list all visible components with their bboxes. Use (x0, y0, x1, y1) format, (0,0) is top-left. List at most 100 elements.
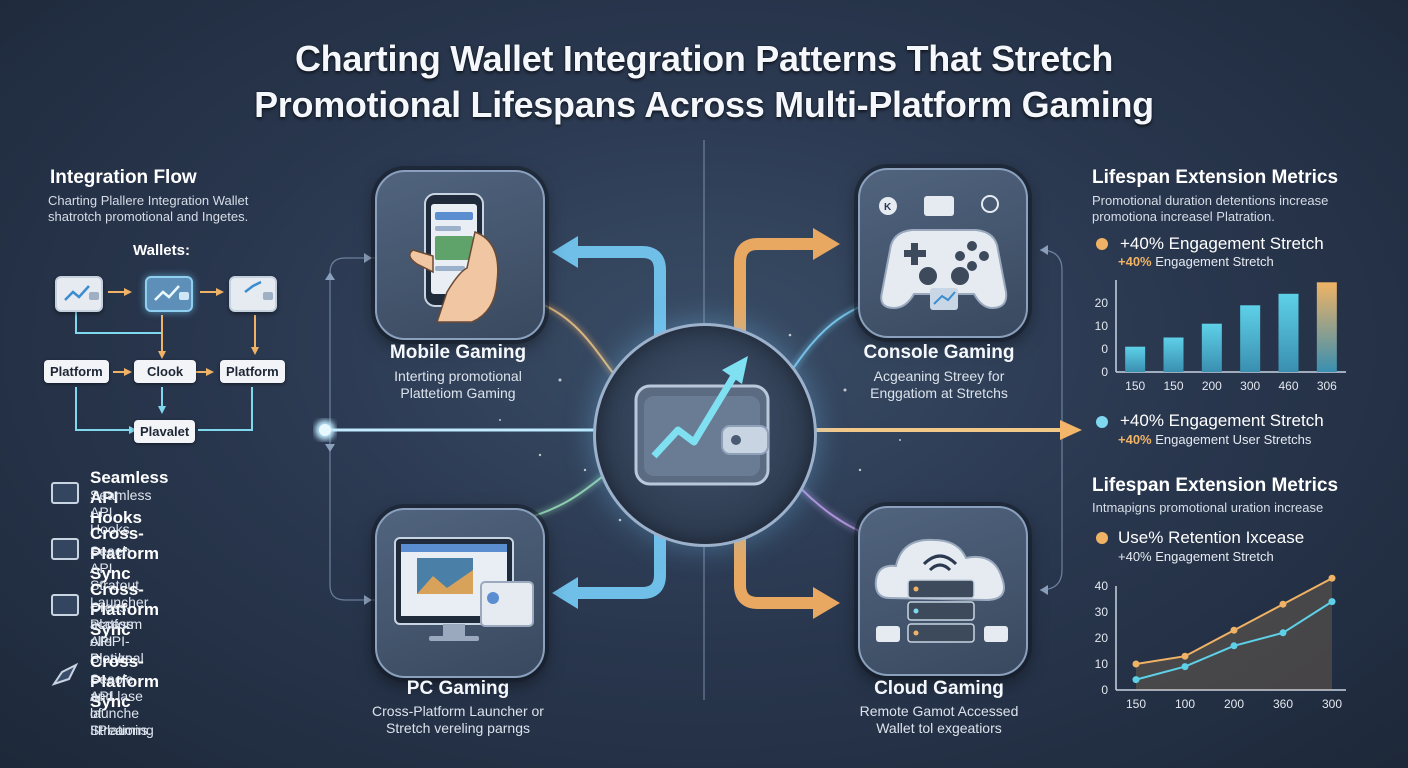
bar (1278, 293, 1299, 372)
data-point (1230, 626, 1238, 634)
console-gaming-desc: Acgeaning Streey for Enggatiom at Stretc… (809, 368, 1069, 402)
desc-line: Cross-Platform Launcher or (372, 703, 544, 719)
desc-line: Remote Gamot Accessed (859, 703, 1019, 719)
console-gaming-label: Console Gaming (863, 342, 1015, 363)
feature-desc: and lase of IIPlations. (90, 688, 152, 738)
pc-gaming-panel (375, 508, 545, 678)
mobile-gaming-desc: Interting promotional Plattetiom Gaming (328, 368, 588, 402)
desc-line: Plattetiom Gaming (400, 385, 516, 401)
feature-desc: Seaeh API Stratout Launcher (90, 543, 149, 610)
wallet-flow-diagram (75, 288, 259, 434)
bar (1240, 305, 1261, 372)
metric-b-sub: +40% Engagement User Stretchs (1118, 432, 1311, 447)
feature-desc: Cross-Platform ollePI-Plational (90, 599, 144, 666)
bar (1316, 282, 1337, 372)
data-point (1132, 676, 1140, 684)
feature-title: Seamless API Hooks (90, 468, 169, 527)
metric-prefix: +40% (1118, 432, 1152, 447)
cloud-gaming-desc: Remote Gamot Accessed Wallet tol exgeati… (809, 703, 1069, 737)
y-tick-label: 30 (1095, 605, 1109, 619)
desc-line: Acgeaning Streey for (873, 368, 1005, 384)
pc-gaming-label: PC Gaming (406, 678, 510, 699)
data-point (1279, 629, 1287, 637)
integration-flow-subtitle: Charting Plallere Integration Wallet sha… (48, 193, 248, 225)
data-point (1328, 598, 1336, 606)
cloud-server-icon (874, 538, 1008, 643)
wallet-chart-icon (51, 538, 79, 560)
metric-b-label: +40% Engagement Stretch (1120, 411, 1324, 430)
y-tick-label: 40 (1095, 579, 1109, 593)
cloud-gaming-panel (858, 506, 1028, 676)
svg-text:K: K (884, 202, 892, 213)
wallet-growth-icon (634, 356, 770, 486)
feature-title: Cross-Platform Sync (90, 580, 159, 639)
wallets-label: Wallets: (133, 242, 190, 259)
series-area (1136, 578, 1332, 690)
x-tick-label: 100 (1175, 697, 1195, 711)
metric-prefix: +40% (1118, 254, 1152, 269)
data-point (1181, 652, 1189, 660)
subtitle-line-1: Charting Plallere Integration Wallet (48, 193, 249, 208)
y-tick-label: 10 (1095, 319, 1109, 333)
x-tick-label: 150 (1125, 379, 1145, 393)
x-tick-label: 300 (1240, 379, 1260, 393)
metric-rest: Engagement Stretch (1151, 254, 1274, 269)
desc-line: Stretch vereling parngs (386, 720, 530, 736)
integration-flow-heading: Integration Flow (50, 167, 197, 188)
subtitle-line: Promotional duration detentions increase (1092, 193, 1329, 208)
feature-desc: access API Slooks (90, 616, 134, 666)
phone-icon (409, 193, 499, 323)
data-point (1328, 574, 1336, 582)
mobile-gaming-label: Mobile Gaming (389, 342, 527, 363)
feature-desc: Seamless API Hooks (90, 487, 152, 537)
flow-box-platform-left: Platform (44, 360, 109, 383)
metrics-heading-2: Lifespan Extension Metrics (1092, 475, 1339, 496)
pc-gaming-desc: Cross-Platform Launcher or Stretch verel… (328, 703, 588, 737)
feature-desc: Seaole API launche Streaming (90, 671, 154, 738)
page-title: Charting Wallet Integration Patterns Tha… (0, 36, 1408, 128)
y-tick-label: 0 (1101, 683, 1108, 697)
x-tick-label: 200 (1202, 379, 1222, 393)
cloud-gaming-label: Cloud Gaming (874, 678, 1004, 699)
wallet-icon-center (145, 276, 193, 312)
metric-c-label: Use% Retention Ixcease (1118, 528, 1305, 547)
flow-box-clook: Clook (134, 360, 197, 383)
console-gaming-panel: K (858, 168, 1028, 338)
wallet-chart-icon (51, 594, 79, 616)
data-point (1181, 663, 1189, 671)
subtitle-line: promotiona increasel Platration. (1092, 209, 1275, 224)
data-point (1279, 600, 1287, 608)
y-tick-label: 0 (1101, 342, 1108, 356)
metric-c-sub: +40% Engagement Stretch (1118, 549, 1274, 564)
x-tick-label: 200 (1224, 697, 1244, 711)
bar (1125, 346, 1146, 372)
x-tick-label: 150 (1126, 697, 1146, 711)
bar (1163, 337, 1184, 372)
bar (1201, 323, 1222, 372)
desc-line: Wallet tol exgeatiors (876, 720, 1002, 736)
x-tick-label: 150 (1163, 379, 1183, 393)
y-tick-label: 20 (1095, 631, 1109, 645)
y-tick-label: 10 (1095, 657, 1109, 671)
wallet-icon-right (229, 276, 277, 312)
metrics-subtitle-2: Intmapigns promotional uration increase (1092, 500, 1324, 515)
rocket-icon (51, 662, 78, 686)
metric-a-label: +40% Engagement Stretch (1120, 234, 1324, 253)
flow-box-plavalet: Plavalet (134, 420, 196, 443)
wallet-icon (51, 482, 79, 504)
metric-a-sub: +40% Engagement Stretch (1118, 254, 1274, 269)
desc-line: Interting promotional (394, 368, 522, 384)
metrics-heading-1: Lifespan Extension Metrics (1092, 167, 1339, 188)
gamepad-icon: K (879, 195, 1008, 310)
title-line-1: Charting Wallet Integration Patterns Tha… (294, 38, 1114, 79)
blue-dot-icon (1096, 416, 1108, 428)
mobile-gaming-panel (375, 170, 545, 340)
subtitle-line-2: shatrotch promotional and Ingetes. (48, 209, 249, 224)
data-point (1132, 660, 1140, 668)
x-tick-label: 360 (1273, 697, 1293, 711)
title-line-2: Promotional Lifespans Across Multi-Platf… (254, 84, 1154, 125)
orange-dot-icon (1096, 532, 1108, 544)
y-tick-label: 20 (1095, 296, 1109, 310)
feature-title: Cross-Platform Sync (90, 652, 159, 711)
